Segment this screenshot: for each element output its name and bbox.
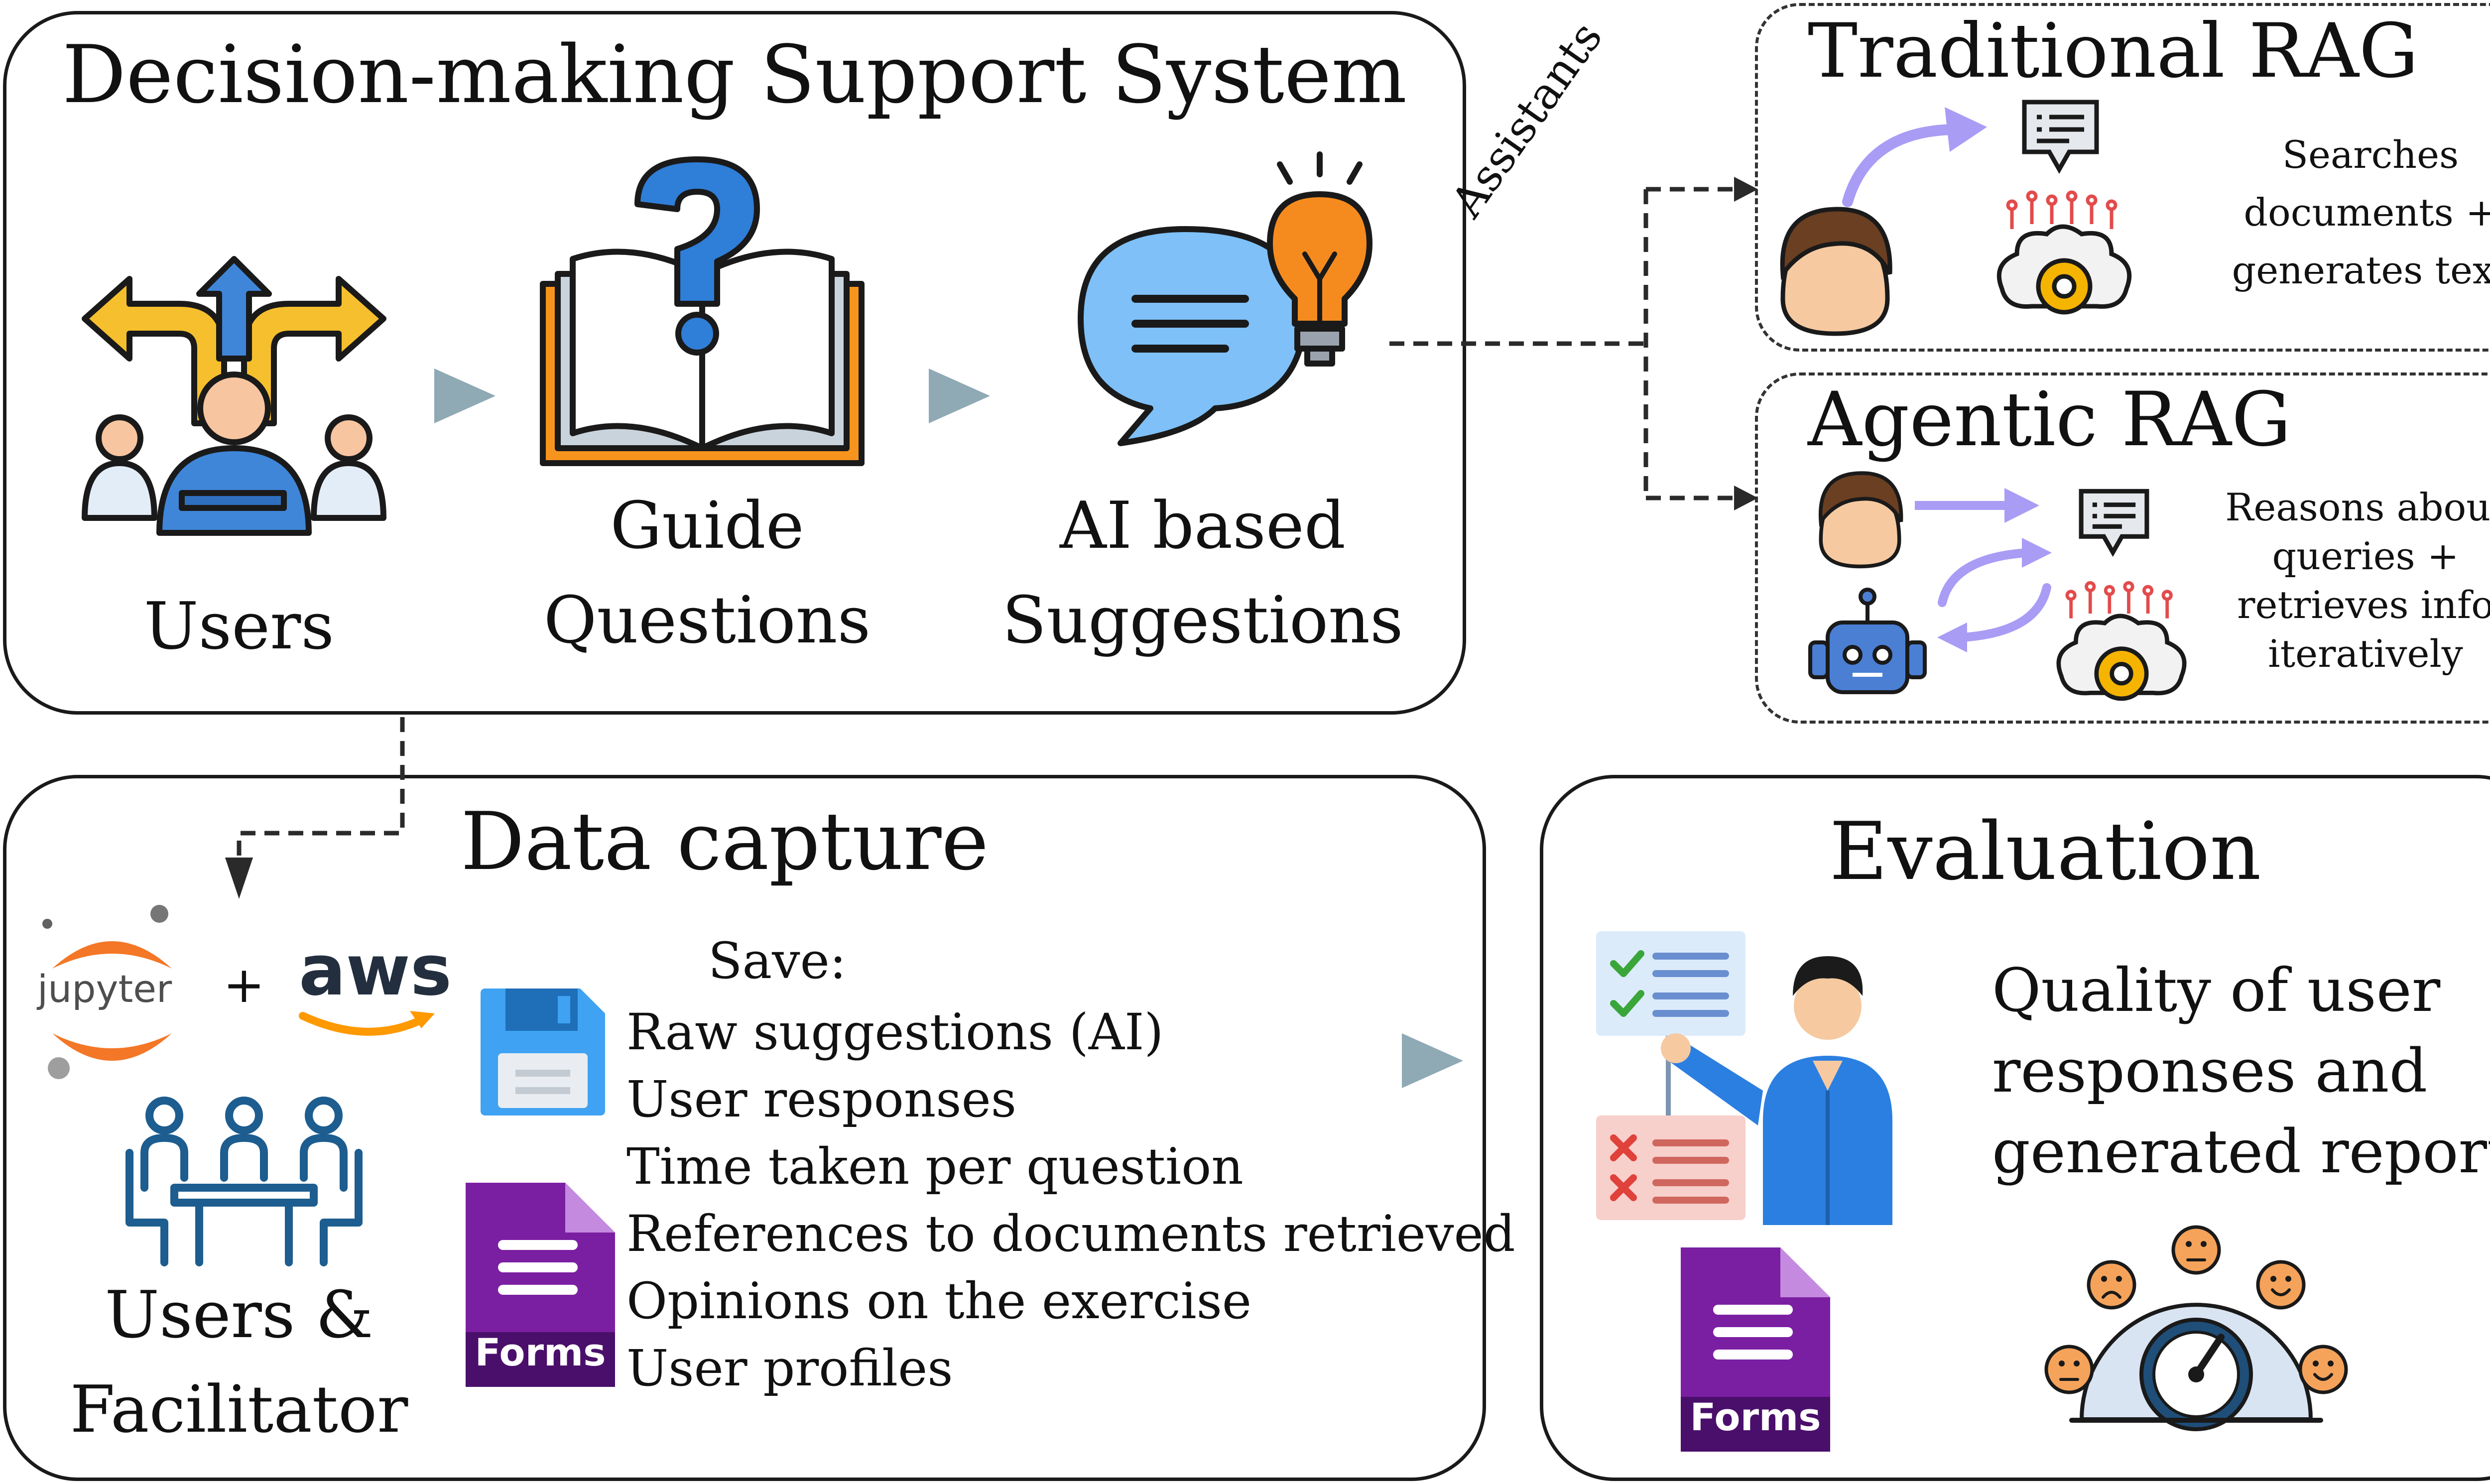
iterative-cycle-arrows-icon [1937,538,2052,652]
saved-item: Time taken per question [626,1137,1244,1196]
flow-arrow-1 [434,369,496,423]
guide-questions-book-icon [540,156,865,466]
traditional-desc-2: documents + [2243,190,2490,235]
document-chat-icon [2022,100,2099,174]
saved-item: User profiles [626,1339,953,1397]
ai-label-1: AI based [1059,488,1346,563]
jupyter-wordmark: jupyter [37,967,172,1011]
agentic-desc-4: iteratively [2268,631,2463,676]
agentic-desc-1: Reasons about [2225,485,2490,529]
dss-title: Decision-making Support System [62,28,1407,121]
flow-arrow-2 [929,369,990,423]
evaluation-desc-1: Quality of user [1992,956,2441,1025]
arrowhead-agentic [1734,486,1758,510]
guide-label-2: Questions [543,582,871,658]
meeting-table-icon [125,1097,363,1266]
satisfaction-gauge-icon [2044,1225,2348,1431]
agentic-rag-title: Agentic RAG [1808,376,2291,463]
saved-item: References to documents retrieved [626,1205,1515,1263]
saved-item: Opinions on the exercise [626,1272,1252,1330]
robot-icon [1808,588,1927,694]
traditional-desc-1: Searches [2282,132,2459,177]
guide-label-1: Guide [610,488,804,563]
saved-item: Raw suggestions (AI) [626,1003,1164,1061]
evaluation-desc-3: generated reports [1992,1117,2490,1187]
document-chat-icon [2079,489,2149,557]
google-forms-icon [466,1183,615,1387]
users-facilitator-label-1: Users & [105,1277,374,1353]
capture-forms-label: Forms [475,1330,606,1374]
person-avatar-icon [1818,471,1903,569]
evaluation-desc-2: responses and [1992,1037,2428,1106]
users-label: Users [143,588,335,664]
users-facilitator-label-2: Facilitator [70,1371,408,1447]
evaluation-title: Evaluation [1829,805,2261,898]
floppy-disk-save-icon [481,989,605,1115]
arrowhead-traditional [1734,177,1758,202]
ai-brain-gear-icon [1996,190,2132,315]
data-capture-title: Data capture [461,795,989,888]
saved-item: User responses [626,1070,1017,1128]
google-forms-icon [1681,1247,1830,1452]
arrowhead-capture [225,858,253,899]
person-avatar-icon [1780,207,1892,336]
agentic-desc-2: queries + [2272,534,2459,578]
right-arrow-icon [1915,488,2039,523]
agentic-desc-3: retrieves info [2237,583,2490,627]
ai-brain-gear-icon [2056,581,2187,701]
ai-label-2: Suggestions [1002,582,1403,658]
ai-suggestion-chat-bulb-icon [1078,151,1372,446]
plus-sign: + [223,956,265,1014]
traditional-desc-3: generates text [2232,248,2490,292]
save-label: Save: [708,932,847,990]
presenter-checklist-icon [1596,931,1892,1225]
traditional-rag-title: Traditional RAG [1808,8,2419,95]
curved-arrow-icon [1842,107,1987,207]
aws-smile-icon [299,1011,435,1036]
aws-wordmark: aws [299,930,452,1011]
flow-arrow-3 [1402,1033,1463,1088]
jupyter-logo-icon [42,905,172,1079]
users-decision-icon [82,256,386,536]
evaluation-forms-label: Forms [1690,1395,1821,1439]
dss-to-capture-connector [237,717,405,859]
